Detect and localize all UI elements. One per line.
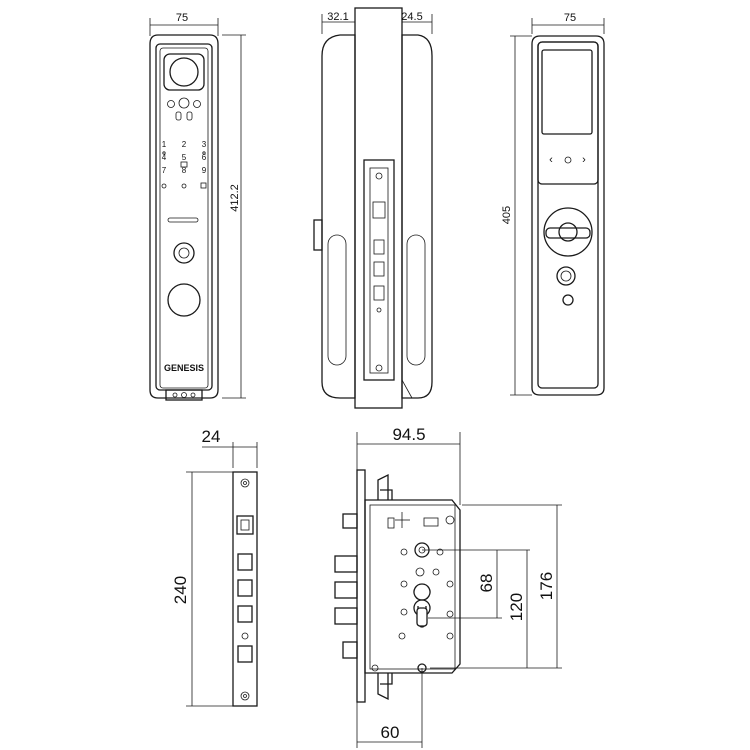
back-width-label: 75 [564,12,576,24]
faceplate-width-label: 24 [202,427,221,446]
key-6: 6 [202,153,207,162]
svg-text:›: › [582,154,586,166]
back-view: 75 405 ‹ › [501,12,605,396]
key-7: 7 [162,166,167,175]
faceplate-height-label: 240 [171,576,190,604]
key-8: 8 [182,166,187,175]
side-right-depth-label: 24.5 [401,11,422,23]
faceplate-view: 24 240 [171,427,258,707]
dim-176-label: 176 [537,572,556,600]
brand-logo: GENESIS [164,363,204,373]
key-9: 9 [202,166,207,175]
side-view: 32.1 24.5 [313,7,433,409]
key-5: 5 [182,153,187,162]
svg-text:‹: ‹ [549,154,553,166]
front-height-label: 412.2 [229,184,241,212]
key-4: 4 [162,153,167,162]
mortise-backset-label: 60 [381,723,400,742]
mortise-view: 94.5 60 [334,425,562,748]
key-1: 1 [162,140,167,149]
dim-120-label: 120 [507,593,526,621]
dim-68-label: 68 [477,574,496,593]
front-width-label: 75 [176,12,188,24]
side-left-depth-label: 32.1 [327,11,348,23]
mortise-width-label: 94.5 [392,425,425,444]
back-height-label: 405 [501,206,513,224]
key-2: 2 [182,140,187,149]
front-view: 75 412.2 1 2 3 4 5 6 7 8 9 [149,12,246,401]
key-3: 3 [202,140,207,149]
